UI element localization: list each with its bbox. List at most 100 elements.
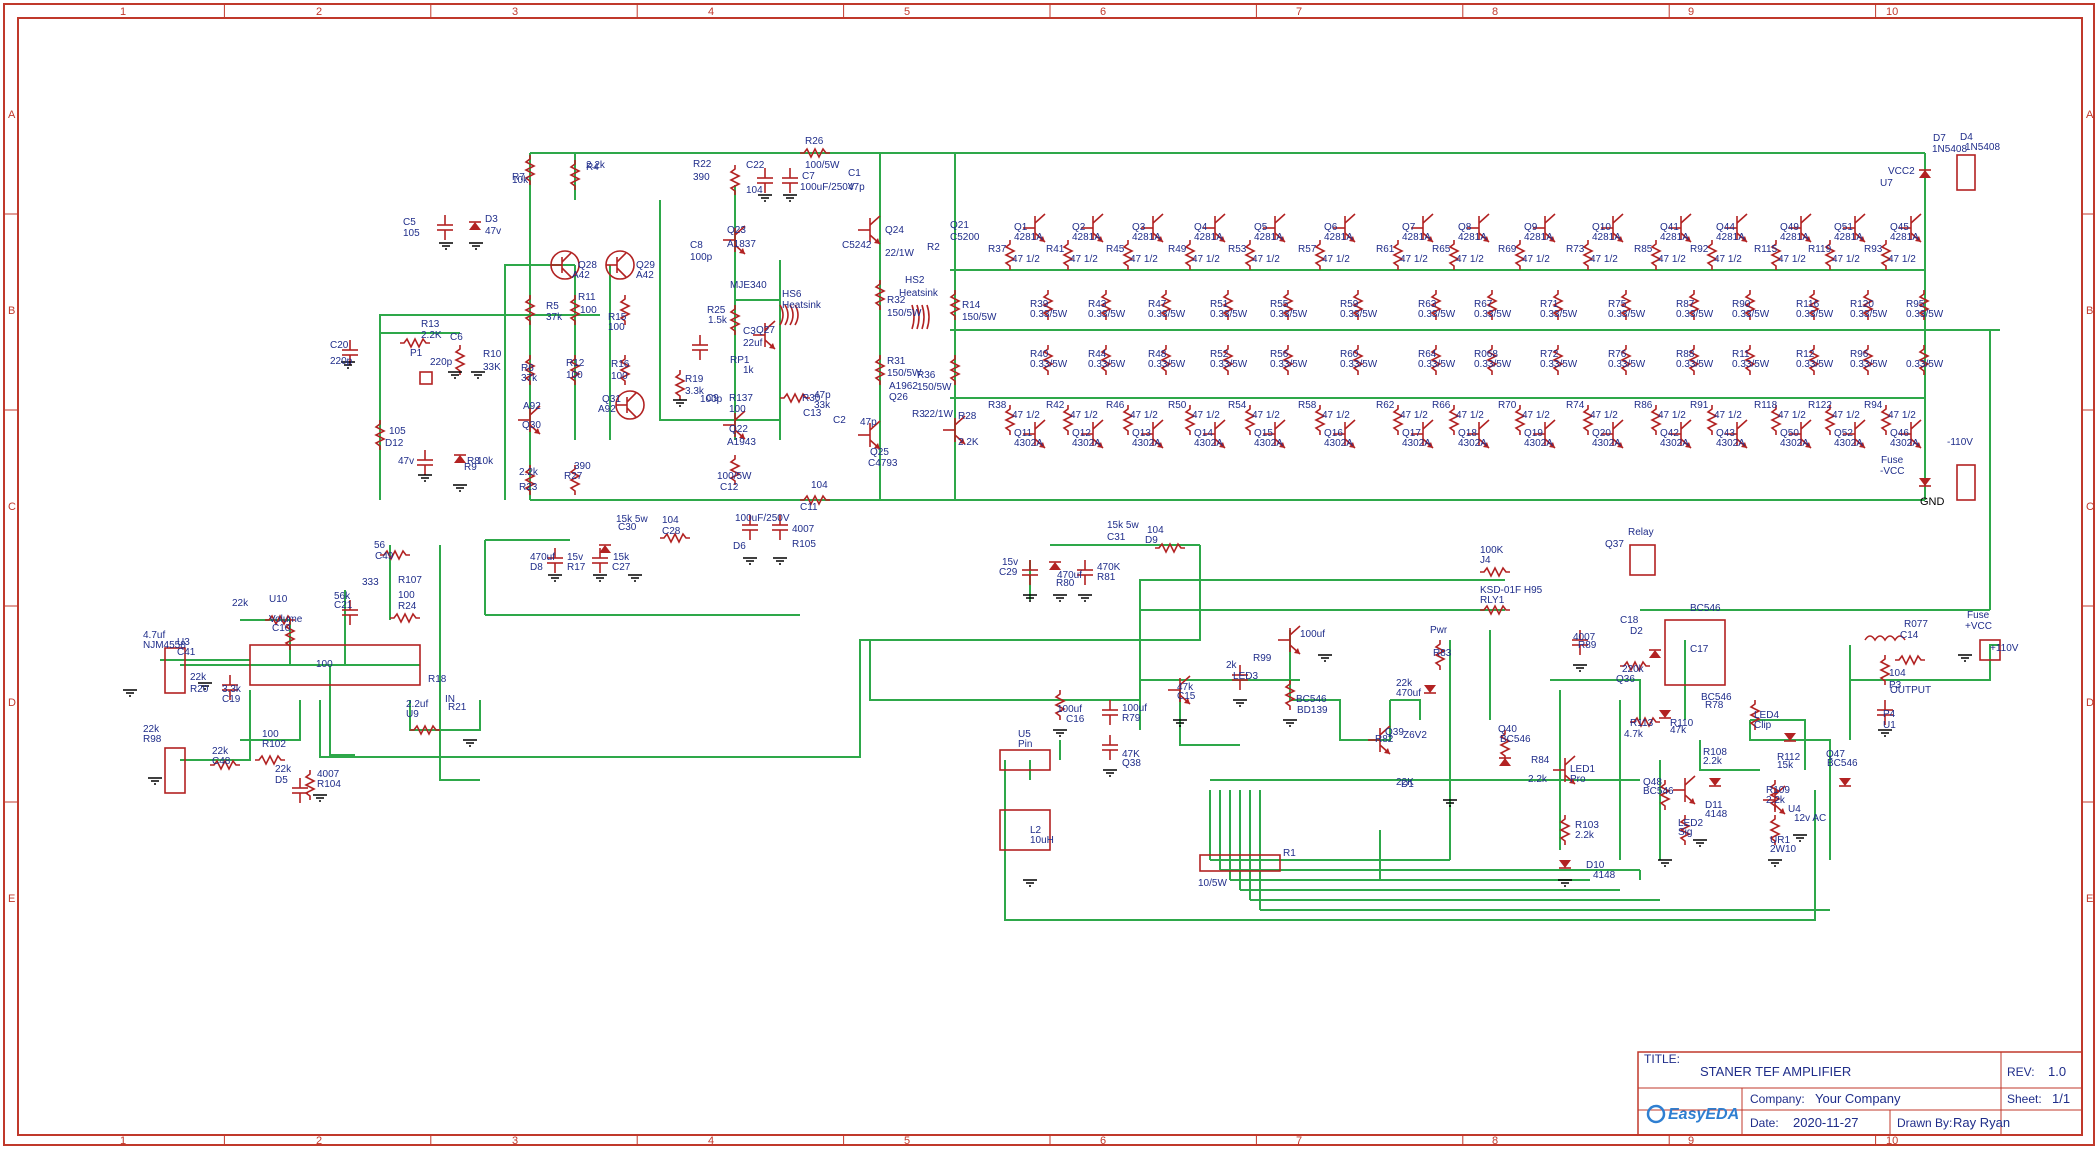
upper-emitter-resistor-value: 0.33/5W (1540, 309, 1578, 320)
lower-base-resistor-label: R122 (1808, 400, 1832, 411)
part-label: 1k (743, 365, 755, 376)
resistor-emitter-upper (1620, 290, 1632, 320)
date-label: Date: (1750, 1116, 1779, 1130)
upper-emitter-resistor-value: 0.33/5W (1474, 309, 1512, 320)
transistor-icon-lower (1533, 419, 1556, 449)
lower-base-resistor-value: 47 1/2 (1252, 410, 1280, 421)
resistor-r78 (1054, 690, 1066, 720)
resistor-r19 (674, 370, 686, 400)
resistor-emitter-lower (1862, 345, 1874, 375)
part-label: Q37 (1605, 539, 1624, 550)
lower-base-resistor-label: R38 (988, 400, 1007, 411)
part-label: 100uf (1300, 629, 1325, 640)
part-label: R108 (1703, 747, 1727, 758)
part-label: R13 (421, 319, 440, 330)
part-label: 2.2k (586, 160, 606, 171)
upper-emitter-resistor-value: 0.33/5W (1608, 309, 1646, 320)
ground-icon (1173, 719, 1187, 727)
part-label: 2.2uf (406, 699, 428, 710)
transistor-icon-lower (1081, 419, 1104, 449)
part-label: R14 (962, 300, 981, 311)
part-label: 2.2k (1528, 774, 1548, 785)
capacitor-c18 (1572, 630, 1588, 655)
part-label: R104 (317, 779, 341, 790)
lower-base-resistor-value: 47 1/2 (1456, 410, 1484, 421)
resistor-r4 (569, 160, 581, 190)
lower-base-resistor-label: R46 (1106, 400, 1125, 411)
part-label: L2 (1030, 825, 1042, 836)
resistor-base-upper (1706, 240, 1718, 270)
lower-transistor-label: Q13 (1132, 428, 1151, 439)
part-label: R84 (1531, 755, 1550, 766)
part-label: 10k (512, 175, 529, 186)
resistor-base-upper (1514, 240, 1526, 270)
ground-icon (471, 371, 485, 379)
upper-base-resistor-value: 47 1/2 (1714, 254, 1742, 265)
ground-icon (448, 371, 462, 379)
part-label: LED1 (1570, 764, 1595, 775)
part-label: 100 (608, 322, 625, 333)
resistor-emitter-lower (1430, 345, 1442, 375)
grid-row-left: A (8, 109, 16, 121)
lower-emitter-resistor-value: 0.33/5W (1796, 359, 1834, 370)
upper-transistor-label: Q44 (1716, 222, 1735, 233)
ground-icon (773, 557, 787, 565)
resistor-r82 (1499, 730, 1511, 760)
part-label: 4007 (792, 524, 815, 535)
lower-transistor-label: Q14 (1194, 428, 1213, 439)
resistor-r31 (874, 355, 886, 385)
wire-network (160, 152, 2000, 921)
upper-base-resistor-value: 47 1/2 (1130, 254, 1158, 265)
component-labels: R26100/5WR22390C22104C7100uF/250VC147pQ2… (143, 132, 2019, 889)
wire (1179, 690, 1240, 746)
part-label: 56k (334, 591, 351, 602)
part-label: C21 (334, 600, 353, 611)
part-label: 1N5408 (1932, 144, 1967, 155)
lower-base-resistor-value: 47 1/2 (1522, 410, 1550, 421)
grid-row-left: E (8, 893, 15, 905)
resistor-emitter-lower (1688, 345, 1700, 375)
upper-base-resistor-value: 47 1/2 (1590, 254, 1618, 265)
part-label: D9 (1145, 535, 1158, 546)
capacitor-c16 (1102, 735, 1118, 760)
part-label: 4007 (1573, 632, 1596, 643)
part-label: C4793 (868, 458, 898, 469)
wire (240, 700, 301, 741)
lower-emitter-resistor-label: R11 (1732, 349, 1750, 360)
upper-transistor-type: 4281A (1402, 232, 1431, 243)
lower-emitter-resistor-value: 0.33/5W (1270, 359, 1308, 370)
capacitor-c49 (342, 600, 358, 625)
upper-base-resistor-value: 47 1/2 (1456, 254, 1484, 265)
part-label: A1837 (727, 239, 756, 250)
lower-base-resistor-label: R118 (1754, 400, 1778, 411)
lower-base-resistor-label: R66 (1432, 400, 1451, 411)
transistor-icon-upper (1533, 213, 1556, 243)
wire (869, 609, 1300, 701)
transistor-icon-upper (1789, 213, 1812, 243)
upper-transistor-type: 4281A (1780, 232, 1809, 243)
part-label: 105 (403, 228, 420, 239)
part-label: D11 (1705, 800, 1723, 811)
resistor-base-upper (1448, 240, 1460, 270)
part-label: C15 (1177, 691, 1196, 702)
resistor-r108 (1679, 815, 1691, 845)
grid-col-bottom: 6 (1100, 1135, 1106, 1147)
part-label: 33K (483, 362, 501, 373)
transistor-icon-lower (1467, 419, 1490, 449)
resistor-r14 (949, 290, 961, 320)
grid-col-top: 6 (1100, 6, 1106, 18)
lower-emitter-resistor-value: 0.33/5W (1088, 359, 1126, 370)
part-label: A42 (636, 270, 654, 281)
resistor-emitter-upper (1042, 290, 1054, 320)
resistor-r1 (1879, 655, 1891, 685)
grid-col-top: 9 (1688, 6, 1694, 18)
resistor-r20 (410, 724, 440, 736)
upper-base-resistor-label: R49 (1168, 244, 1187, 255)
upper-emitter-resistor-value: 0.33/5W (1210, 309, 1248, 320)
grid-col-bottom: 8 (1492, 1135, 1498, 1147)
resistor-r99 (1434, 640, 1446, 670)
part-label: 15k 5w (1107, 520, 1139, 531)
part-label: 1N5408 (1965, 142, 2000, 153)
part-label: R3 (912, 409, 925, 420)
upper-base-resistor-label: R73 (1566, 244, 1585, 255)
